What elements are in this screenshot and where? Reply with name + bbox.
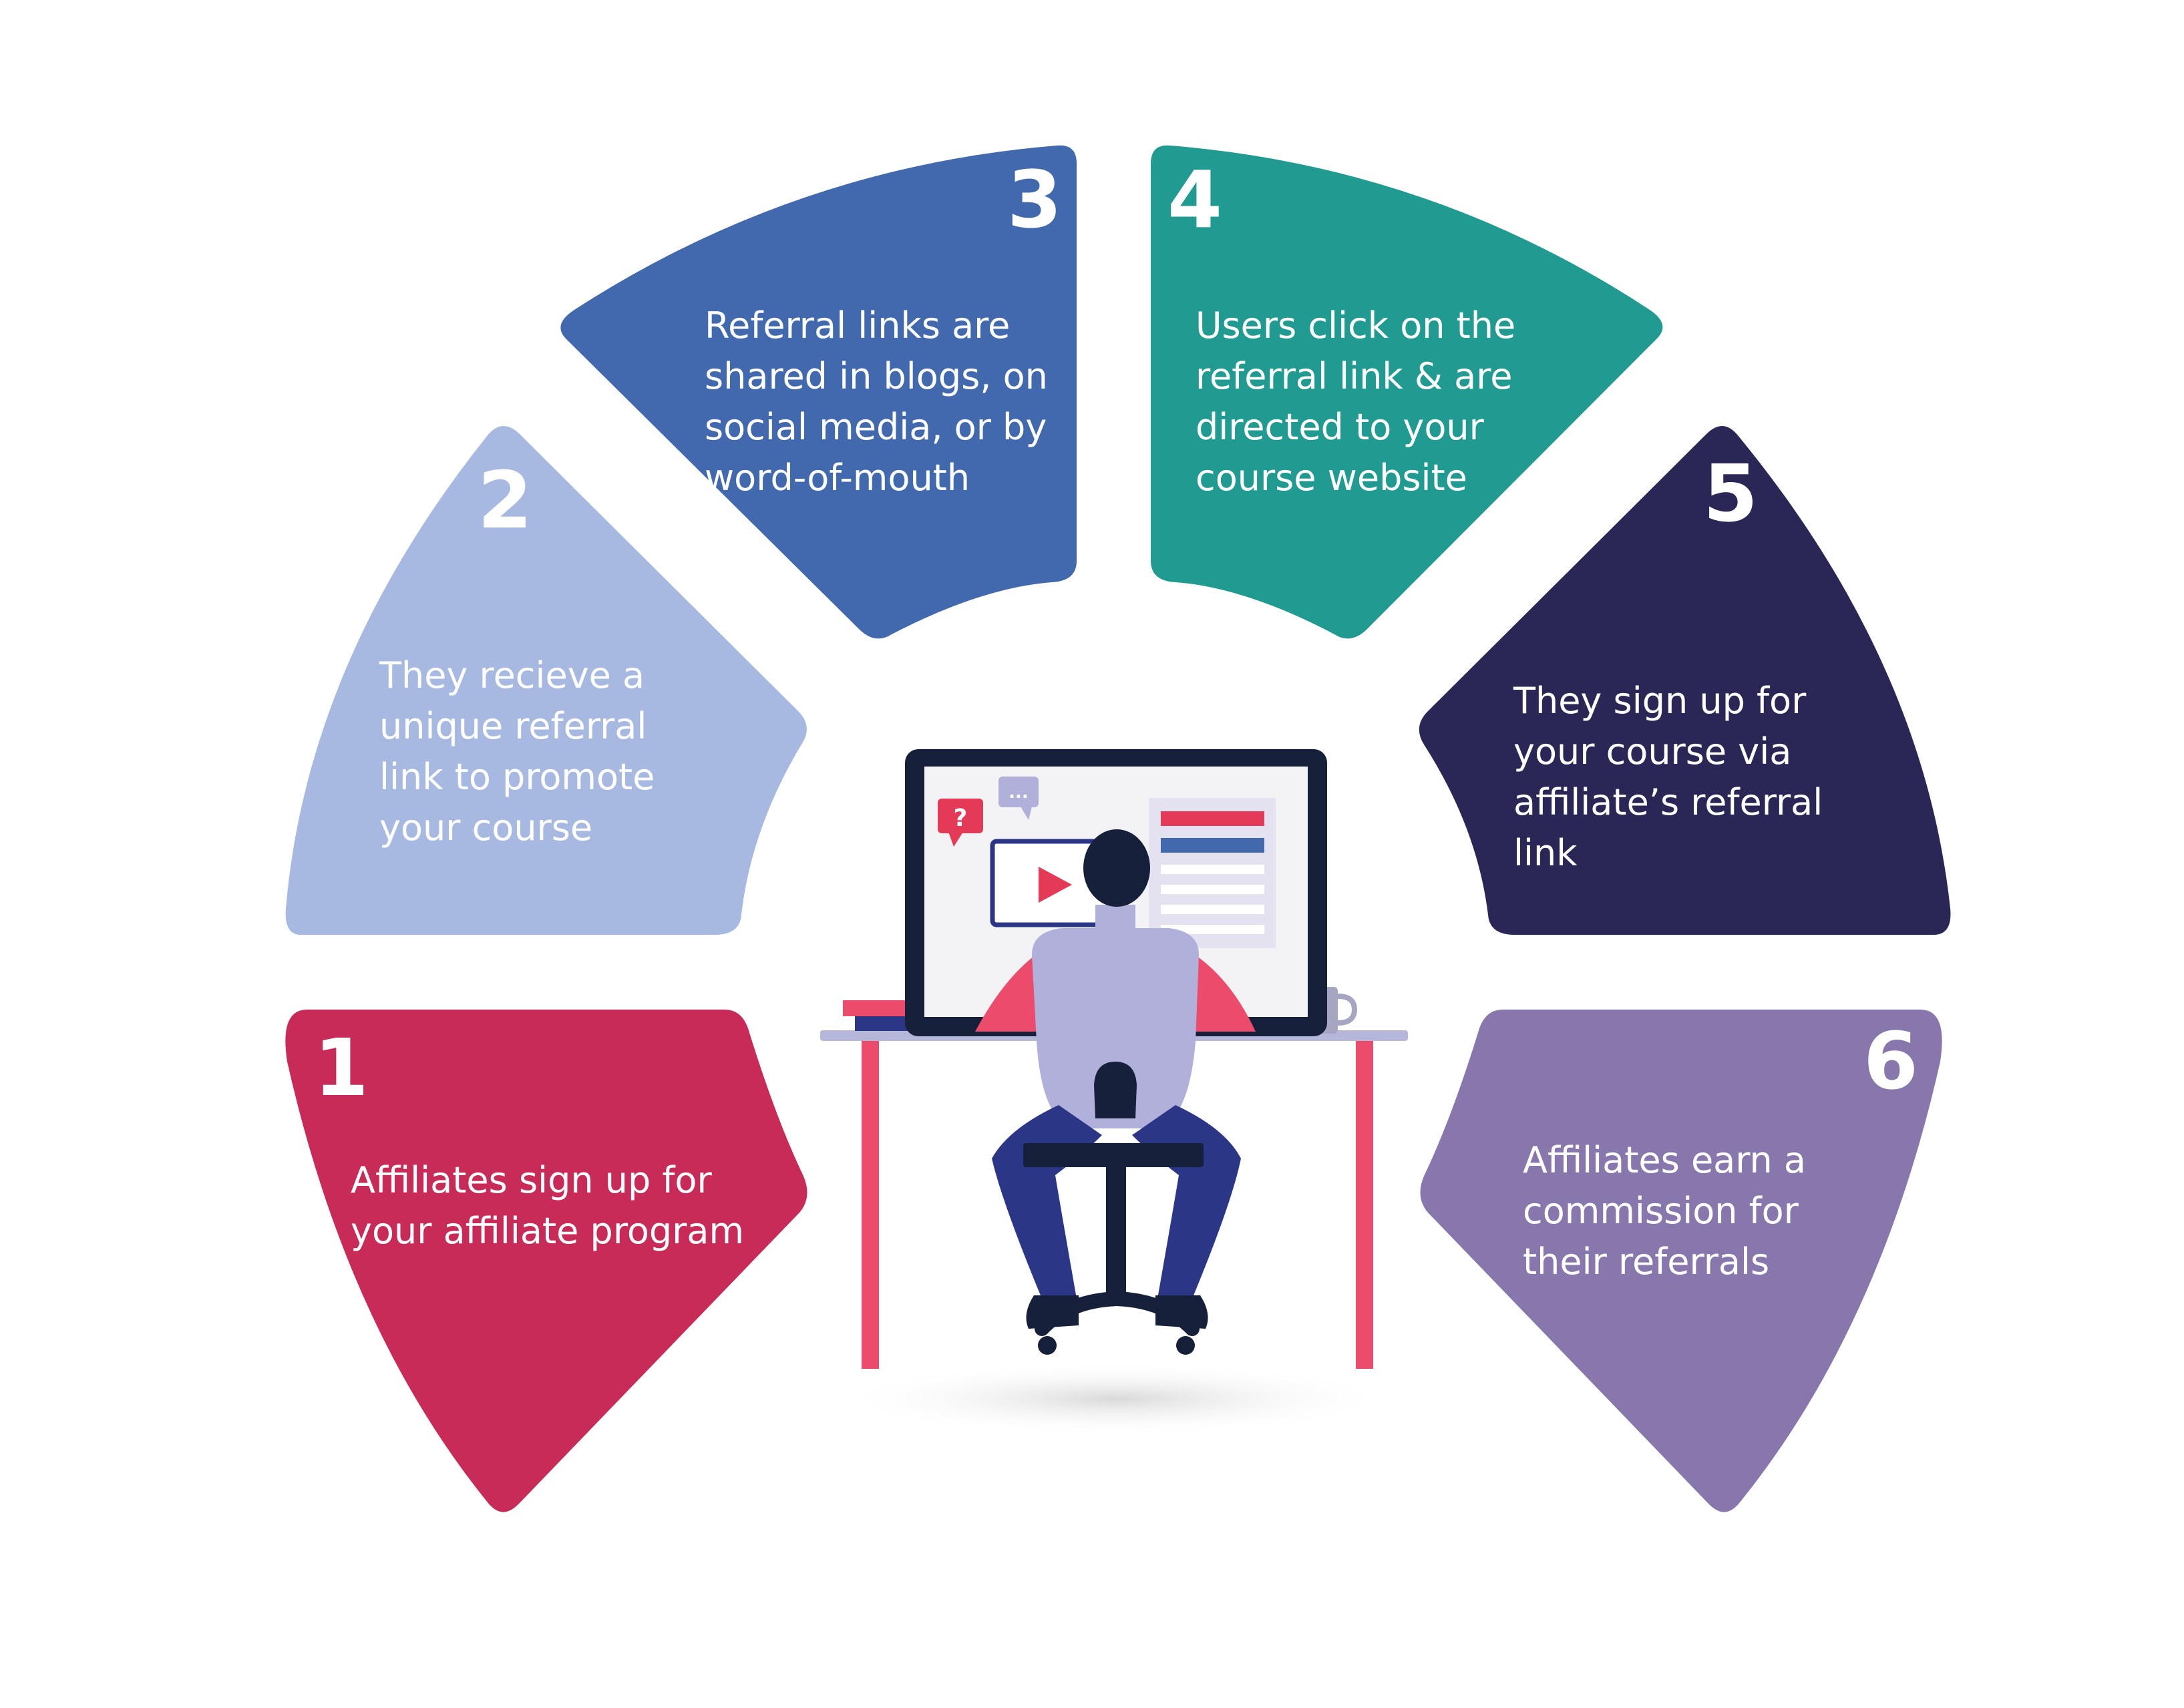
question-bubble-icon: ? <box>938 799 983 847</box>
question-glyph: ? <box>954 805 968 832</box>
step-1-number: 1 <box>314 1022 369 1114</box>
person-at-desk <box>975 829 1256 1355</box>
floor-shadow <box>835 1362 1396 1436</box>
step-2-number: 2 <box>478 454 533 546</box>
step-5-text: They sign up for your course via affilia… <box>1513 680 1823 874</box>
step-5-number: 5 <box>1703 447 1759 540</box>
segment-1 <box>285 1010 807 1512</box>
step-4-number: 4 <box>1167 154 1223 246</box>
segment-6 <box>1420 1010 1942 1512</box>
segment-4 <box>1151 145 1663 639</box>
step-1-text: Affiliates sign up for your affiliate pr… <box>351 1159 745 1252</box>
step-6-number: 6 <box>1863 1015 1919 1107</box>
step-6-text: Affiliates earn a commission for their r… <box>1523 1139 1806 1283</box>
chat-glyph: ... <box>1009 783 1029 803</box>
step-3-number: 3 <box>1007 154 1063 246</box>
step-3-text: Referral links are shared in blogs, on s… <box>705 304 1048 499</box>
step-2-text: They recieve a unique referral link to p… <box>379 654 655 849</box>
segment-5 <box>1419 425 1951 935</box>
document-panel <box>1149 798 1276 948</box>
segment-3 <box>560 145 1077 639</box>
segment-2 <box>285 425 807 935</box>
step-4-text: Users click on the referral link & are d… <box>1196 304 1516 499</box>
chat-bubble-icon: ... <box>998 777 1039 820</box>
